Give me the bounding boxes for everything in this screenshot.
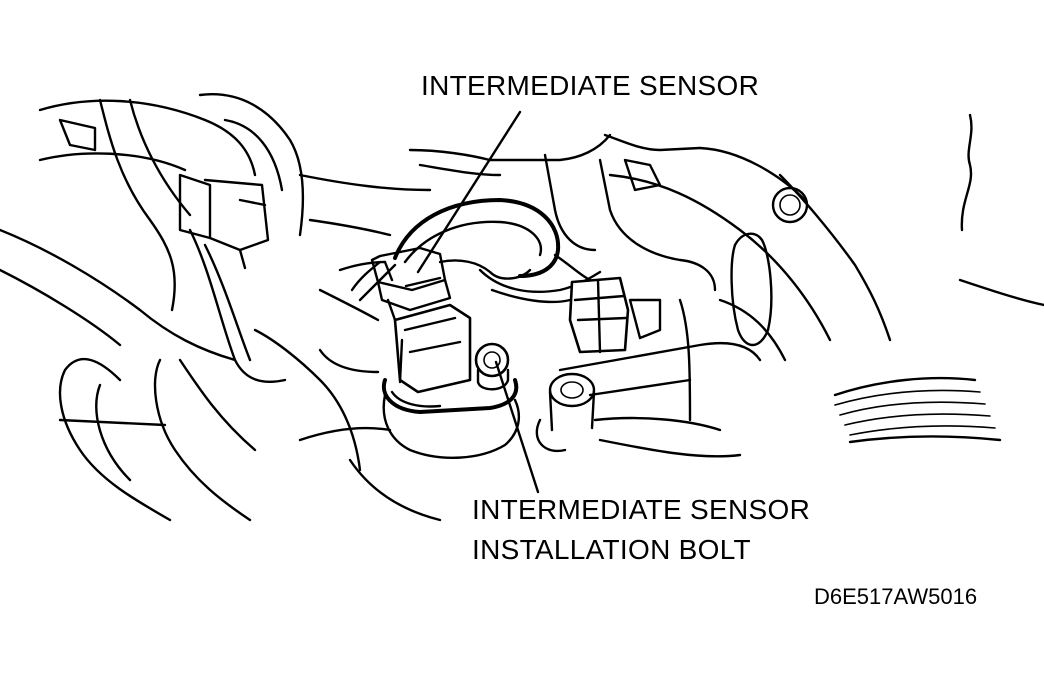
engine-block-outline bbox=[298, 113, 973, 522]
installation-bolt-label-line1: INTERMEDIATE SENSOR bbox=[472, 494, 811, 525]
left-hose-assembly bbox=[0, 93, 362, 522]
bolt-leader-line bbox=[494, 360, 540, 494]
wiring-connector bbox=[568, 276, 630, 354]
intermediate-sensor bbox=[370, 246, 521, 459]
sensor-leader-line bbox=[416, 110, 522, 274]
sensor-wire-harness bbox=[350, 198, 602, 304]
figure-code: D6E517AW5016 bbox=[814, 584, 978, 609]
callout-leaders bbox=[416, 110, 540, 494]
intermediate-sensor-label: INTERMEDIATE SENSOR bbox=[421, 70, 760, 101]
bolt-boss bbox=[535, 372, 596, 453]
installation-bolt-label-line2: INSTALLATION BOLT bbox=[472, 534, 751, 565]
right-bracket bbox=[730, 186, 1044, 444]
